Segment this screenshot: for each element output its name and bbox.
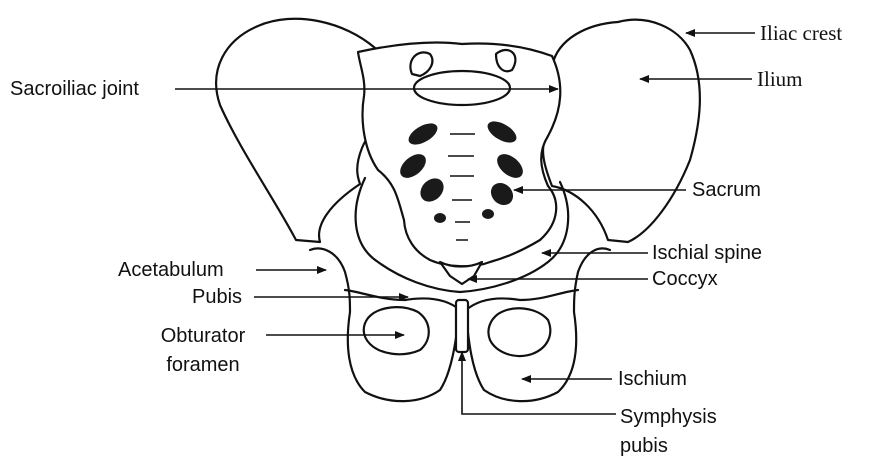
label-obturator-foramen: Obturator foramen bbox=[138, 322, 268, 380]
label-ilium: Ilium bbox=[757, 68, 803, 90]
left-obturator-foramen bbox=[364, 307, 429, 354]
label-iliac-crest: Iliac crest bbox=[760, 22, 842, 44]
label-acetabulum: Acetabulum bbox=[118, 259, 224, 281]
label-coccyx: Coccyx bbox=[652, 268, 718, 290]
label-sacroiliac-joint: Sacroiliac joint bbox=[10, 78, 139, 100]
label-ischial-spine: Ischial spine bbox=[652, 242, 762, 264]
label-sacrum: Sacrum bbox=[692, 179, 761, 201]
label-pubis: Pubis bbox=[192, 286, 242, 308]
pubic-symphysis bbox=[456, 300, 468, 352]
right-obturator-foramen bbox=[488, 308, 550, 356]
label-ischium: Ischium bbox=[618, 368, 687, 390]
sacral-promontory bbox=[414, 71, 510, 105]
right-ilium bbox=[543, 20, 700, 242]
label-symphysis-pubis: Symphysis pubis bbox=[620, 403, 717, 459]
